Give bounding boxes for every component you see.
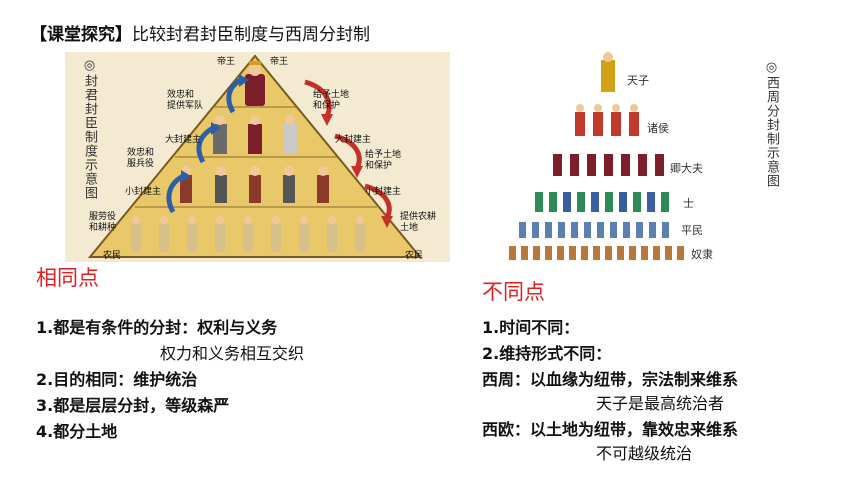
- king-figure: [245, 61, 265, 106]
- arrow-down-top: [304, 79, 332, 118]
- label-arrow-left-bottom: 服劳役 和耕种: [89, 212, 117, 233]
- label-arrow-right-top: 给予土地 和保护: [313, 90, 350, 111]
- title-bracket: 【课堂探究】: [30, 25, 132, 45]
- arrow-up-bottom: [166, 173, 185, 214]
- zhou-label-tianzi: 天子: [627, 74, 649, 87]
- label-great-lord-left: 大封建主: [165, 135, 202, 145]
- label-arrow-right-bottom: 提供农耕 土地: [400, 212, 437, 233]
- same-item-4: 4.都分土地: [36, 422, 118, 441]
- zhou-pyramid-svg: [509, 52, 684, 260]
- feudal-pyramid-diagram: 帝王 帝王 大封建主 大封建主 小封建主 小封建主 农民 农民 效忠和 提供军队…: [65, 52, 450, 262]
- label-peasant-right: 农民: [405, 251, 424, 261]
- page-title: 【课堂探究】比较封君封臣制度与西周分封制: [30, 20, 370, 45]
- right-diagram-caption: ◎西周分封制示意图: [764, 60, 779, 188]
- label-arrow-right-mid: 给予土地 和保护: [365, 150, 402, 171]
- arrow-up-mid: [196, 125, 215, 164]
- shi-figures: [535, 192, 669, 212]
- arrow-up-top: [226, 77, 243, 114]
- zhou-label-qingdafu: 卿大夫: [670, 162, 703, 175]
- small-lord-figures: [180, 166, 329, 203]
- diff-item-xizhou-sub: 天子是最高统治者: [596, 394, 725, 413]
- zhou-pyramid-diagram: 天子 诸侯 卿大夫 士 平民 奴隶: [505, 50, 720, 265]
- label-peasant-left: 农民: [103, 251, 122, 261]
- peasant-figures: [131, 216, 365, 252]
- zhou-label-pingmin: 平民: [681, 224, 703, 237]
- diff-item-xizhou: 西周：以血缘为纽带，宗法制来维系: [482, 370, 739, 389]
- zhou-label-zhuhou: 诸侯: [647, 122, 669, 135]
- diff-item-xiou: 西欧：以土地为纽带，靠效忠来维系: [482, 420, 739, 439]
- label-arrow-left-top: 效忠和 提供军队: [167, 90, 204, 111]
- label-great-lord-right: 大封建主: [335, 135, 372, 145]
- same-heading: 相同点: [36, 266, 99, 290]
- diff-heading: 不同点: [482, 280, 545, 304]
- zhuhou-figures: [575, 104, 639, 136]
- same-item-3: 3.都是层层分封，等级森严: [36, 396, 230, 415]
- tianzi-figure: [601, 52, 615, 92]
- same-item-1: 1.都是有条件的分封：权利与义务: [36, 318, 278, 337]
- zhou-label-shi: 士: [683, 197, 694, 210]
- same-item-1-sub: 权力和义务相互交织: [160, 344, 305, 363]
- feudal-pyramid-svg: [87, 54, 423, 258]
- label-king-right: 帝王: [270, 57, 289, 67]
- nuli-figures: [509, 246, 684, 260]
- qingdafu-figures: [553, 154, 664, 176]
- pingmin-figures: [519, 222, 669, 238]
- arrow-down-mid: [334, 133, 362, 170]
- left-diagram-caption: ◎封君封臣制度示意图: [82, 58, 97, 200]
- label-small-lord-right: 小封建主: [365, 187, 402, 197]
- label-arrow-left-mid: 效忠和 服兵役: [127, 148, 155, 169]
- label-small-lord-left: 小封建主: [125, 187, 162, 197]
- diff-item-1: 1.时间不同：: [482, 318, 580, 337]
- title-rest: 比较封君封臣制度与西周分封制: [132, 25, 370, 45]
- arrow-down-bottom: [364, 183, 392, 220]
- zhou-label-nuli: 奴隶: [691, 248, 713, 261]
- same-item-2: 2.目的相同：维护统治: [36, 370, 198, 389]
- great-lord-figures: [213, 115, 297, 154]
- diff-item-2: 2.维持形式不同：: [482, 344, 612, 363]
- label-king-left: 帝王: [217, 57, 236, 67]
- diff-item-xiou-sub: 不可越级统治: [596, 444, 693, 463]
